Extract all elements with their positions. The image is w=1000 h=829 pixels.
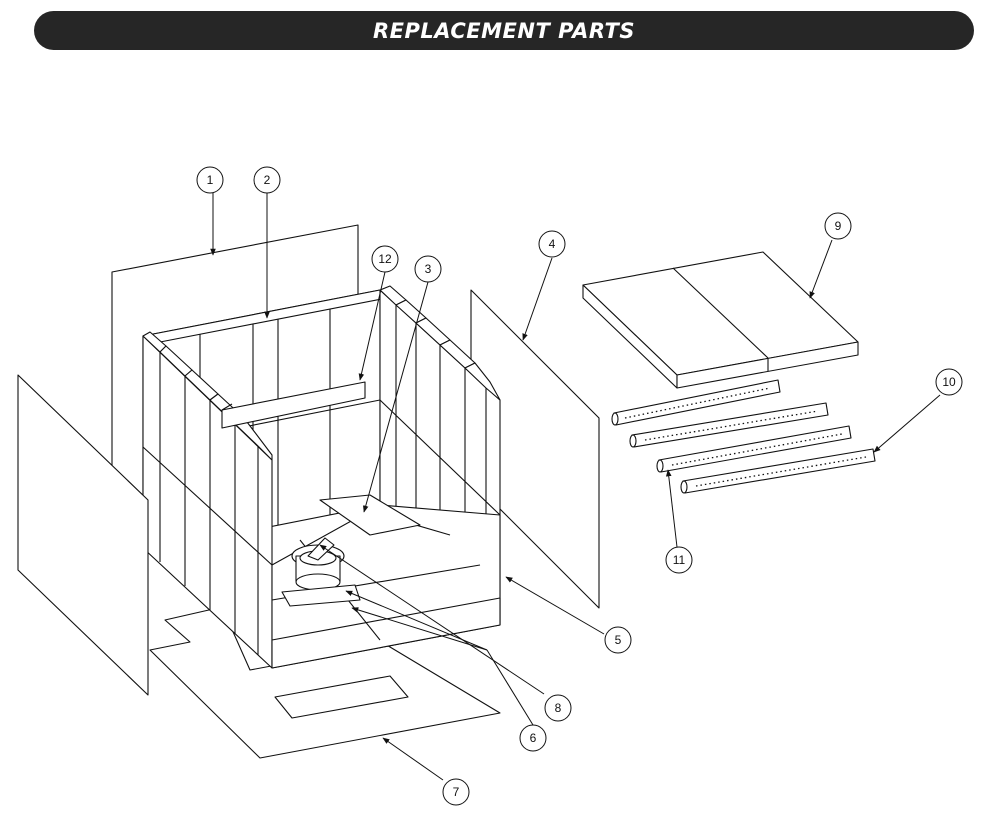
callout-5: 5 [604, 626, 632, 654]
callout-12-label: 12 [378, 252, 392, 266]
callout-7-label: 7 [453, 785, 460, 799]
callout-5-label: 5 [615, 633, 622, 647]
callout-10-label: 10 [942, 375, 956, 389]
callout-2-label: 2 [264, 173, 271, 187]
part-top-slabs [582, 251, 859, 389]
callout-9: 9 [824, 212, 852, 240]
callout-11-label: 11 [673, 553, 686, 567]
callout-7: 7 [442, 778, 470, 806]
part-burner-tubes [611, 379, 876, 494]
leader-lines [210, 193, 941, 781]
page-title: REPLACEMENT PARTS [373, 18, 635, 43]
part-floor-brick [319, 494, 421, 536]
part-brick-liner [142, 285, 501, 669]
title-banner: REPLACEMENT PARTS [34, 11, 974, 50]
callout-11: 11 [665, 546, 693, 574]
callout-9-label: 9 [835, 219, 842, 233]
part-left-side-panel [17, 374, 149, 696]
callout-2: 2 [253, 166, 281, 194]
part-base-plate [149, 606, 501, 759]
callout-6-label: 6 [530, 731, 537, 745]
callout-6: 6 [519, 724, 547, 752]
callout-1-label: 1 [207, 173, 214, 187]
callout-8-label: 8 [555, 701, 562, 715]
part-cross-brace [221, 381, 366, 429]
callout-3-label: 3 [425, 262, 432, 276]
callout-4-label: 4 [549, 237, 556, 251]
callout-12: 12 [371, 245, 399, 273]
part-burner-assembly [281, 537, 361, 607]
callout-1: 1 [196, 166, 224, 194]
callout-4: 4 [538, 230, 566, 258]
callout-10: 10 [935, 368, 963, 396]
callout-8: 8 [544, 694, 572, 722]
callout-3: 3 [414, 255, 442, 283]
